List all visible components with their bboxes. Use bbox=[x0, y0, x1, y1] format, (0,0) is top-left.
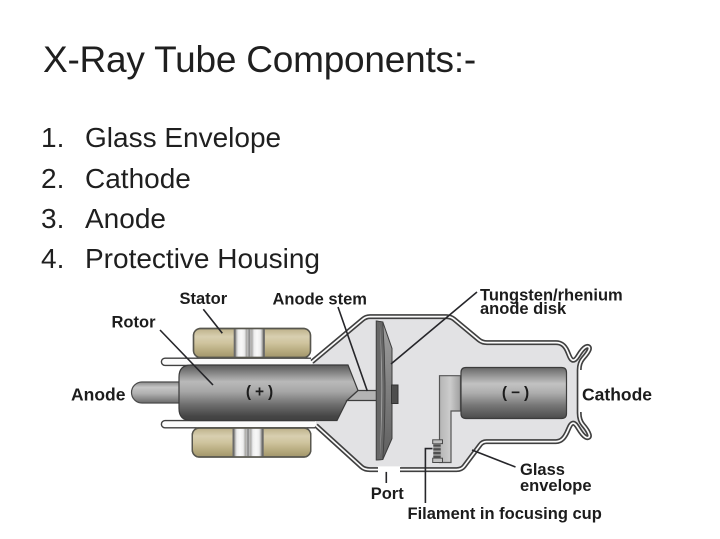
svg-text:Tungsten/rhenium: Tungsten/rhenium bbox=[480, 287, 623, 305]
svg-text:envelope: envelope bbox=[520, 477, 592, 495]
svg-text:Glass: Glass bbox=[520, 461, 565, 479]
svg-text:(+): (+) bbox=[246, 384, 277, 401]
svg-text:Anode stem: Anode stem bbox=[273, 291, 367, 309]
svg-text:Rotor: Rotor bbox=[112, 314, 157, 332]
svg-text:Cathode: Cathode bbox=[582, 384, 652, 404]
svg-text:Filament in focusing cup: Filament in focusing cup bbox=[408, 505, 602, 523]
svg-text:Port: Port bbox=[371, 485, 405, 503]
svg-text:Stator: Stator bbox=[180, 290, 228, 308]
svg-text:anode disk: anode disk bbox=[480, 300, 567, 318]
svg-text:Anode: Anode bbox=[71, 384, 126, 404]
svg-text:(−): (−) bbox=[502, 385, 533, 402]
